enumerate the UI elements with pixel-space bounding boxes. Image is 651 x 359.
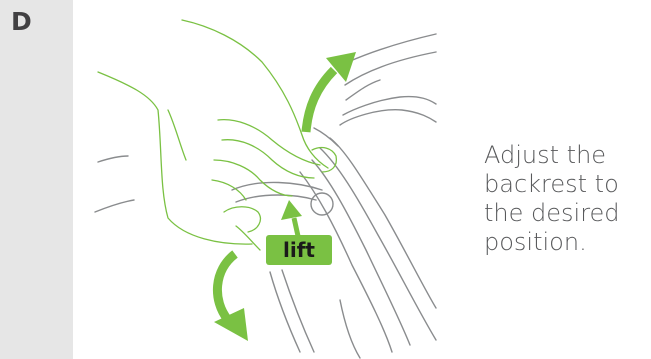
backrest-adjust-illustration <box>73 0 453 359</box>
step-sidebar: D <box>0 0 73 359</box>
lift-arrow-icon <box>281 200 302 236</box>
lift-label: lift <box>266 235 332 265</box>
step-letter: D <box>11 9 32 34</box>
seat-frame <box>95 34 436 358</box>
curved-arrow-down-icon <box>214 254 248 341</box>
instruction-text: Adjust the backrest to the desired posit… <box>484 141 651 257</box>
